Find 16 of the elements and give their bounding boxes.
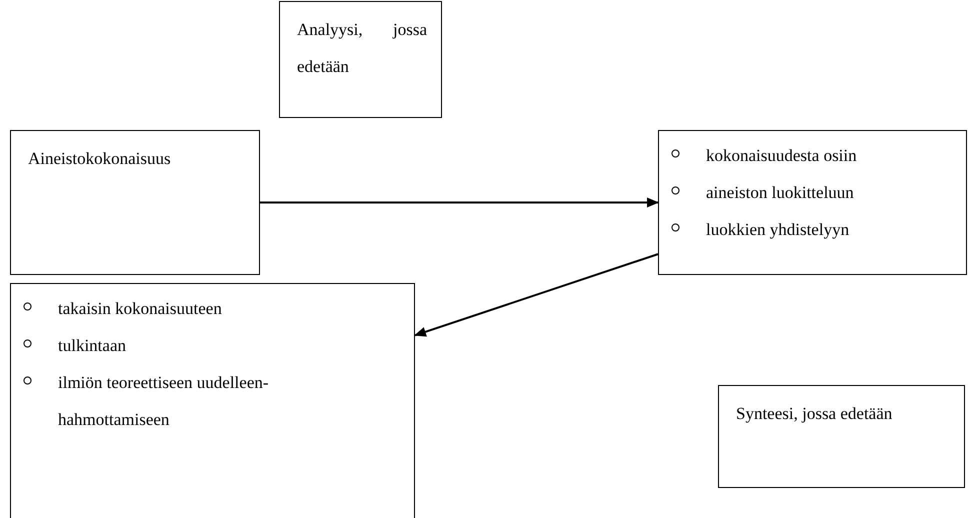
box-text: Synteesi, jossa edetään bbox=[736, 403, 894, 425]
text-box bbox=[279, 1, 442, 118]
list-item: kokonaisuudesta osiin bbox=[706, 145, 857, 167]
arrow bbox=[260, 198, 659, 208]
box-text: Analyysi, jossa edetään bbox=[297, 19, 427, 78]
text-box bbox=[10, 130, 260, 275]
list-box bbox=[10, 283, 415, 518]
list-item: luokkien yhdistelyyn bbox=[706, 219, 850, 241]
arrow bbox=[414, 253, 658, 337]
list-box bbox=[658, 130, 967, 275]
box-text: Aineistokokonaisuus bbox=[28, 148, 172, 170]
list-item: tulkintaan bbox=[58, 335, 126, 357]
list-item: ilmiön teoreettiseen uudelleen-hahmottamiseen bbox=[58, 372, 270, 431]
list-item: aineiston luokitteluun bbox=[706, 182, 854, 204]
text-box bbox=[718, 385, 965, 488]
list-item: takaisin kokonaisuuteen bbox=[58, 298, 222, 320]
